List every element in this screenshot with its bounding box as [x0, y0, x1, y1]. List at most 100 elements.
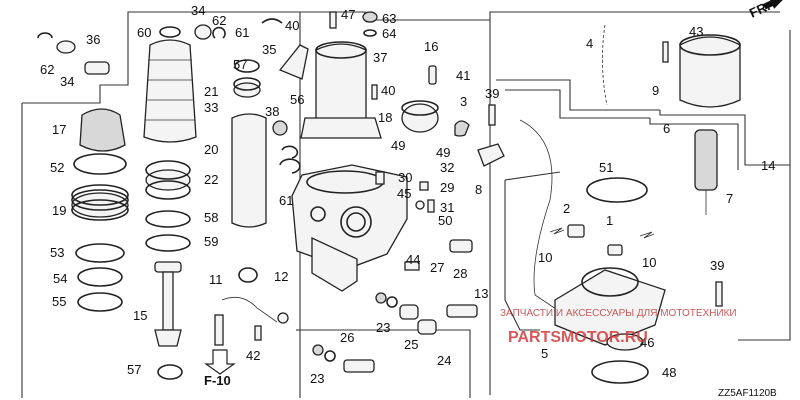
ring-53 [75, 243, 125, 263]
callout-label: 35 [262, 42, 276, 57]
bushing-part [56, 40, 76, 54]
callout-label: 45 [397, 186, 411, 201]
callout-label: 6 [663, 121, 670, 136]
callout-label: 24 [437, 353, 451, 368]
left-parts [37, 18, 301, 380]
callout-label: 39 [485, 86, 499, 101]
callout-label: 25 [404, 337, 418, 352]
callout-label: 3 [460, 94, 467, 109]
callout-label: 59 [204, 234, 218, 249]
callout-label: 2 [563, 201, 570, 216]
ring-54 [77, 267, 123, 287]
callout-label: 62 [40, 62, 54, 77]
callout-label: 57 [233, 57, 247, 72]
callout-label: 23 [310, 371, 324, 386]
watermark-caption: ЗАПЧАСТИ И АКСЕССУАРЫ ДЛЯ МОТОТЕХНИКИ [500, 308, 737, 319]
callout-label: 63 [382, 11, 396, 26]
callout-label: 51 [599, 160, 613, 175]
spacer-part [84, 61, 110, 75]
callout-label: 49 [391, 138, 405, 153]
callout-label: 19 [52, 203, 66, 218]
ref-label: F-10 [204, 373, 231, 388]
callout-label: 4 [586, 36, 593, 51]
armature-part [694, 129, 718, 191]
callout-label: 16 [424, 39, 438, 54]
callout-label: 28 [453, 266, 467, 281]
ring-59 [145, 234, 191, 252]
callout-label: 50 [438, 213, 452, 228]
callout-label: 18 [378, 110, 392, 125]
callout-label: 37 [373, 50, 387, 65]
callout-label: 57 [127, 362, 141, 377]
rod-part [162, 271, 174, 331]
callout-label: 7 [726, 191, 733, 206]
callout-label: 62 [212, 13, 226, 28]
ring-58 [145, 210, 191, 228]
watermark: ЗАПЧАСТИ И АКСЕССУАРЫ ДЛЯ МОТОТЕХНИКИ PA… [500, 308, 737, 346]
bellows-part [145, 169, 191, 191]
callout-label: 31 [440, 200, 454, 215]
callout-label: 32 [440, 160, 454, 175]
callout-label: 8 [475, 182, 482, 197]
callout-label: 12 [274, 269, 288, 284]
watermark-domain: PARTSMOTOR.RU [508, 329, 648, 346]
callout-label: 34 [60, 74, 74, 89]
callout-label: 48 [662, 365, 676, 380]
callout-label: 27 [430, 260, 444, 275]
callout-label: 52 [50, 160, 64, 175]
callout-label: 30 [398, 170, 412, 185]
callout-label: 13 [474, 286, 488, 301]
f10-reference: F-10 [204, 349, 236, 388]
front-direction-arrow: FR. [747, 0, 787, 21]
callout-label: 46 [640, 335, 654, 350]
ring-55 [77, 292, 123, 312]
callout-label: 40 [285, 18, 299, 33]
callout-label: 43 [689, 24, 703, 39]
cap-part [79, 108, 126, 152]
callout-label: 29 [440, 180, 454, 195]
callout-label: 15 [133, 308, 147, 323]
callout-label: 53 [50, 245, 64, 260]
tube-part [231, 113, 267, 228]
callout-label: 54 [53, 271, 67, 286]
motor-part [679, 36, 741, 108]
callout-label: 40 [381, 83, 395, 98]
callout-label: 60 [137, 25, 151, 40]
callout-label: 1 [606, 213, 613, 228]
diagram-code: ZZ5AF1120B [718, 388, 777, 399]
callout-label: 11 [209, 272, 223, 287]
callout-label: 38 [265, 104, 279, 119]
ring-52 [73, 153, 127, 175]
callout-label: 61 [235, 25, 249, 40]
callout-label: 34 [191, 3, 205, 18]
center-parts [214, 11, 505, 373]
callout-label: 14 [761, 158, 775, 173]
callout-label: 17 [52, 122, 66, 137]
boot-part [143, 39, 197, 143]
rod-head [154, 261, 182, 273]
callout-label: 33 [204, 100, 218, 115]
callout-label: 47 [341, 7, 355, 22]
callout-label: 58 [204, 210, 218, 225]
callout-label: 49 [436, 145, 450, 160]
callout-label: 5 [541, 346, 548, 361]
callout-label: 22 [204, 172, 218, 187]
clip-part [37, 32, 53, 39]
callout-label: 44 [406, 252, 420, 267]
callout-label: 61 [279, 193, 293, 208]
callout-label: 39 [710, 258, 724, 273]
callout-label: 10 [538, 250, 552, 265]
callout-labels: 1 2 3 4 5 6 7 8 9 10 10 11 12 13 14 15 1… [40, 3, 775, 386]
callout-label: 26 [340, 330, 354, 345]
callout-label: 20 [204, 142, 218, 157]
right-parts [488, 24, 741, 384]
pump-base [554, 269, 666, 346]
callout-label: 56 [290, 92, 304, 107]
callout-label: 21 [204, 84, 218, 99]
callout-label: 10 [642, 255, 656, 270]
callout-label: 55 [52, 294, 66, 309]
callout-label: 64 [382, 26, 396, 41]
callout-label: 36 [86, 32, 100, 47]
callout-label: 23 [376, 320, 390, 335]
